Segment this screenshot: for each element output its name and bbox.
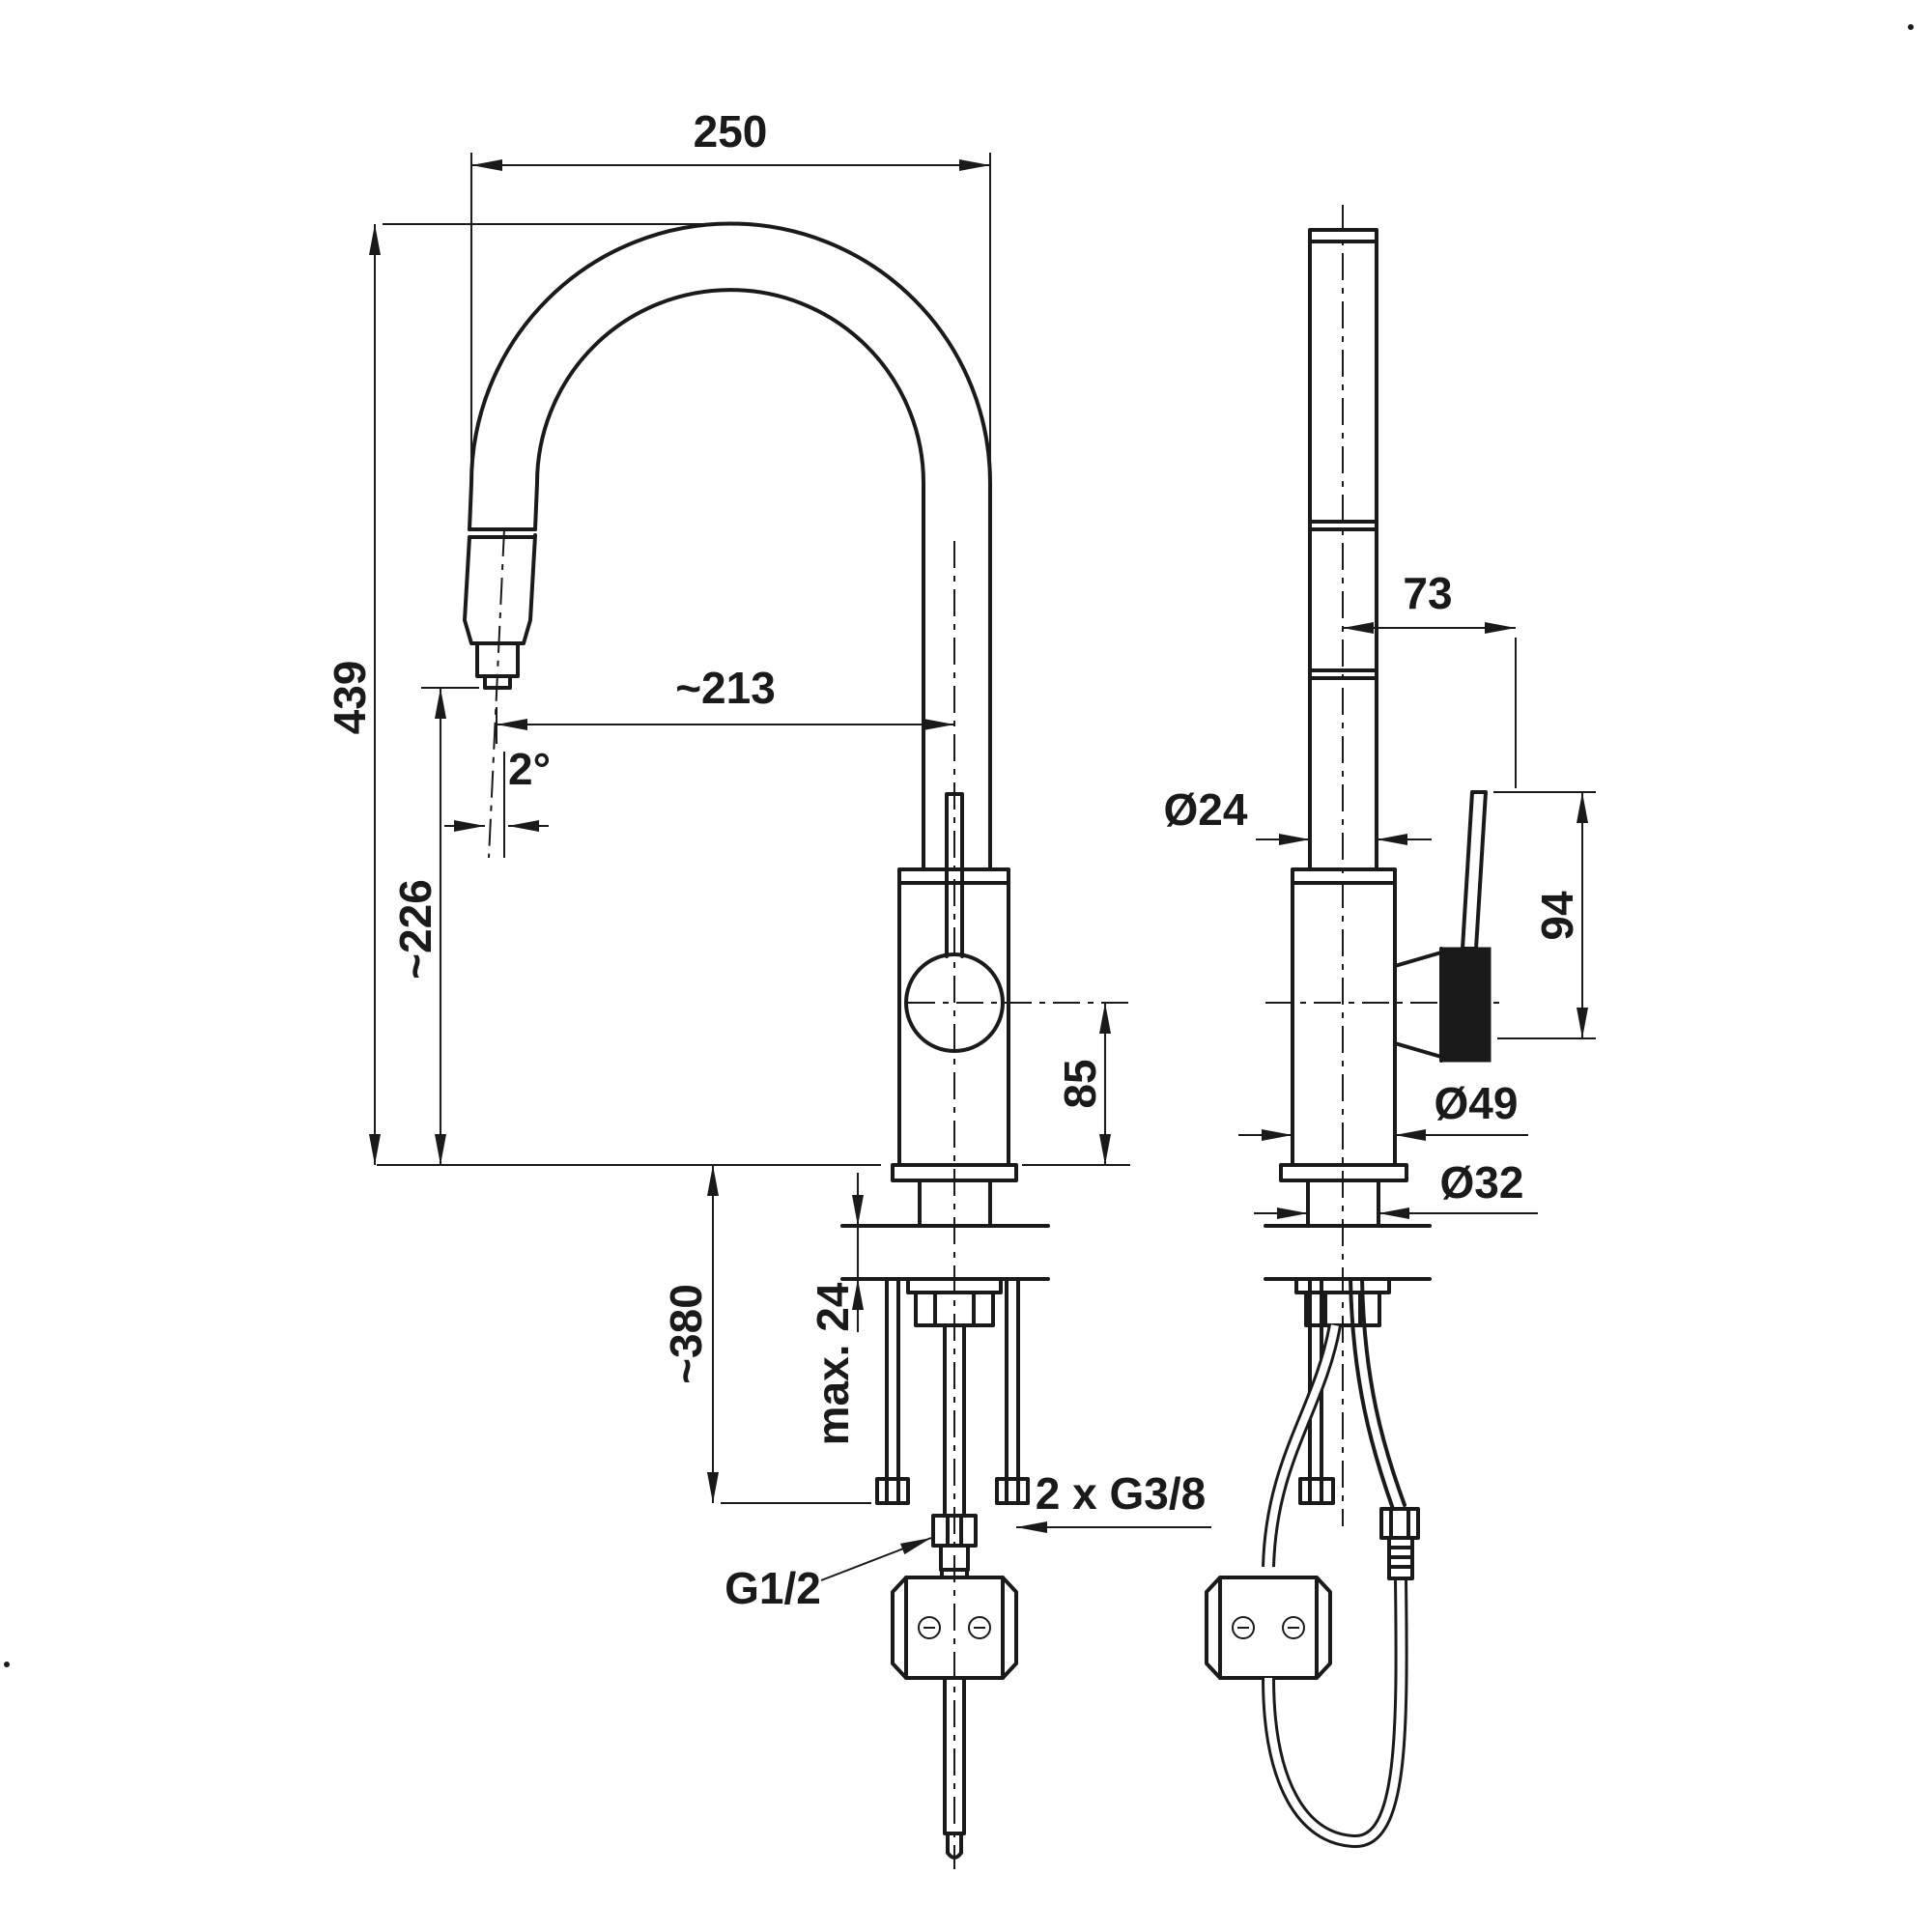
- front-view-dimensions: [369, 153, 1211, 1581]
- dim-label-total-height: 439: [325, 661, 375, 735]
- hose-weight-side: [1205, 1576, 1332, 1680]
- label-supply-thread: 2 x G3/8: [1036, 1468, 1206, 1519]
- dim-250-extensions: [470, 153, 991, 473]
- dim-label-spout-reach: 250: [694, 106, 768, 156]
- pullout-hose-upper-side-core: [1264, 1324, 1339, 1568]
- lever-side: [1461, 790, 1488, 951]
- side-view-faucet: [1205, 228, 1492, 1849]
- dim-label-lever-span: 94: [1532, 891, 1582, 941]
- weight-screw-right-side-icon: [1282, 1616, 1305, 1639]
- label-g12-leader: [820, 1537, 932, 1581]
- dim-label-pipe-diameter: Ø24: [1164, 784, 1248, 835]
- artifact-dot-left: [4, 1662, 10, 1667]
- weight-screw-right-icon: [968, 1616, 991, 1639]
- supply-hose-curved-side: [1349, 1277, 1406, 1511]
- scan-artifacts: [4, 24, 1914, 1667]
- base-ring-side: [1279, 1163, 1408, 1228]
- dim-label-ball-to-base: 85: [1055, 1059, 1105, 1108]
- front-spray-centerline: [488, 528, 505, 859]
- base-ring-front: [891, 1163, 1018, 1228]
- hose-fitting-side: [1379, 1507, 1420, 1580]
- dimension-labels: 250 439 ~226 ~213 2° 85 ~380 max. 24 2 x…: [325, 106, 1582, 1613]
- dim-label-shank-diameter: Ø32: [1440, 1157, 1524, 1208]
- spout-arc: [468, 221, 992, 871]
- mounting-nut-side: [1294, 1277, 1391, 1327]
- dim-label-depth-offset: 73: [1403, 568, 1452, 618]
- dim-label-body-diameter: Ø49: [1435, 1078, 1519, 1128]
- front-view-faucet: [463, 221, 1050, 1860]
- dim-439-extensions: [377, 223, 881, 1166]
- hose-weight-front: [891, 1576, 1018, 1680]
- body-front: [897, 867, 1010, 1167]
- handle-grip-side: [1439, 947, 1492, 1063]
- spray-head: [463, 527, 537, 690]
- deck-front: [840, 1224, 1050, 1281]
- body-side: [1291, 867, 1397, 1167]
- pullout-hose-front: [931, 1323, 978, 1860]
- supply-hoses-front: [875, 1277, 1030, 1505]
- lever-front: [945, 792, 964, 958]
- dim-label-outlet-height: ~226: [390, 879, 440, 980]
- artifact-dot-top-right: [1908, 24, 1914, 30]
- dim-label-outlet-angle: 2°: [508, 744, 551, 794]
- weight-screw-left-icon: [918, 1616, 941, 1639]
- label-pullout-thread: G1/2: [724, 1563, 821, 1613]
- pipe-side: [1308, 228, 1378, 871]
- ball-joint-front: [904, 952, 1005, 1053]
- pullout-hose-loop-side-core: [1264, 1579, 1406, 1846]
- dim-label-hose-length: ~380: [661, 1284, 711, 1384]
- mounting-nut-front: [906, 1277, 1003, 1327]
- deck-side: [1264, 1224, 1432, 1281]
- handle-cone-side: [1393, 947, 1443, 1063]
- centerlines: [488, 205, 1507, 1869]
- weight-screw-left-side-icon: [1232, 1616, 1255, 1639]
- dim-label-outlet-projection: ~213: [675, 663, 776, 713]
- side-view-dimensions: [1238, 622, 1596, 1219]
- dim-label-max-deck: max. 24: [808, 1282, 858, 1445]
